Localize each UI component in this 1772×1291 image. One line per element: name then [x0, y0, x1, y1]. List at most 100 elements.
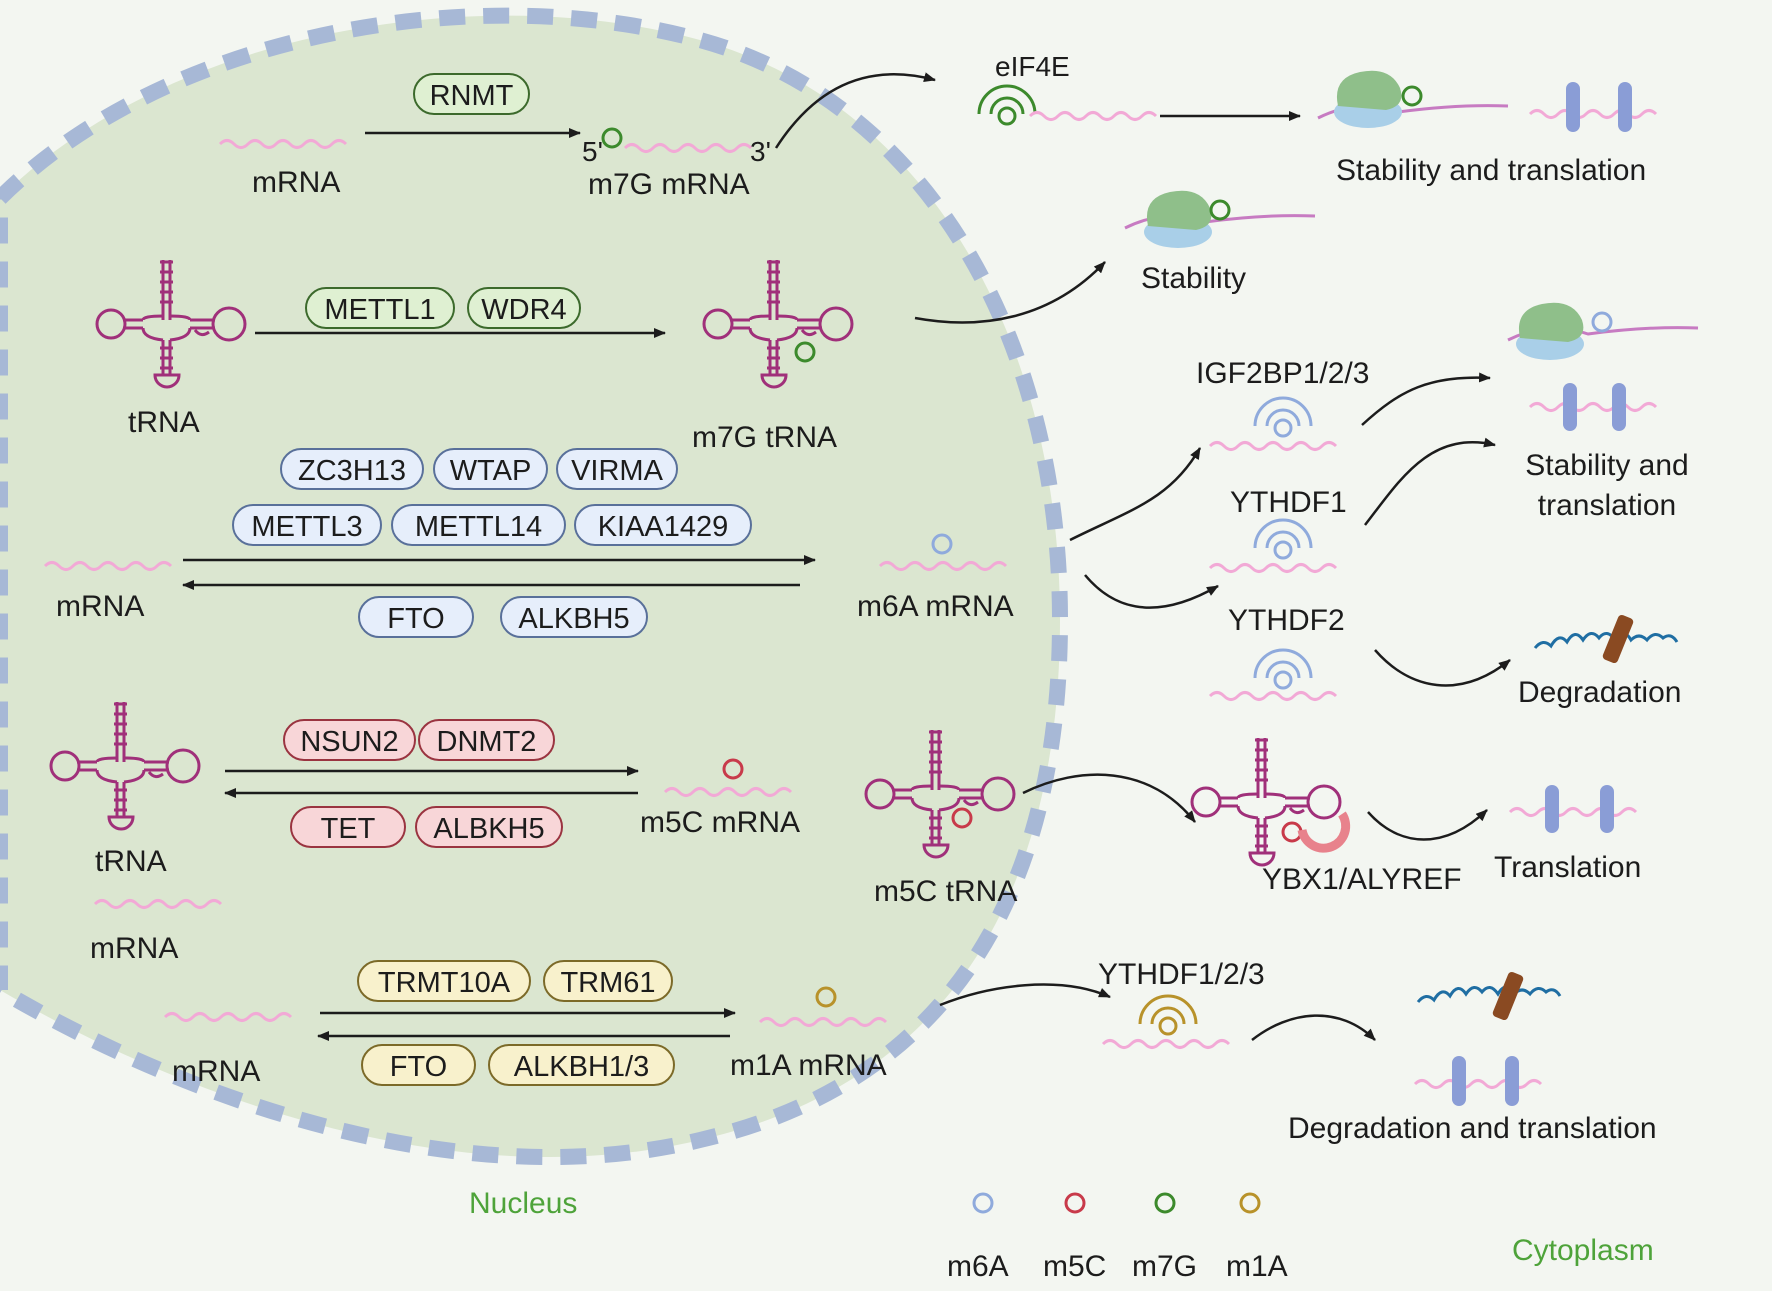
mettl14-pill: METTL14 — [391, 504, 566, 546]
legend-m1a-marker — [1239, 1192, 1261, 1214]
wdr4-pill: WDR4 — [467, 287, 581, 329]
m7g-mrna-label: m7G mRNA — [588, 168, 750, 201]
nucleus-membrane — [0, 7, 1069, 1165]
m7g-mark — [1209, 199, 1231, 221]
eif4e-reader-icon — [977, 84, 1037, 126]
translation-bar — [1452, 1056, 1466, 1106]
ythdf123-reader-icon — [1138, 994, 1198, 1036]
legend-m6a-marker — [972, 1192, 994, 1214]
mettl1-pill: METTL1 — [305, 287, 455, 329]
m5c-mark — [722, 758, 744, 780]
translation-bar — [1545, 785, 1559, 833]
ybx1-alyref-label: YBX1/ALYREF — [1262, 863, 1462, 896]
alkbh13-pill: ALKBH1/3 — [488, 1044, 675, 1086]
mrna-wave — [1528, 402, 1658, 412]
m7g-mrna-outcome: Stability and translation — [1336, 154, 1647, 187]
alkbh5-pill: ALKBH5 — [500, 596, 648, 638]
arrow — [1022, 773, 1196, 823]
translation-bar — [1566, 82, 1580, 132]
virma-pill: VIRMA — [556, 448, 678, 490]
mettl3-pill: METTL3 — [232, 504, 382, 546]
degradation-mark — [1492, 971, 1524, 1021]
degraded-strand — [1416, 985, 1562, 1003]
m5c-outcome: Translation — [1494, 851, 1642, 884]
trna-label: tRNA — [95, 845, 167, 878]
albkh5-pill: ALBKH5 — [415, 806, 563, 848]
mrna-label: mRNA — [252, 166, 341, 199]
nucleus-label: Nucleus — [469, 1187, 578, 1220]
degraded-strand — [1533, 631, 1679, 649]
fto-pill: FTO — [361, 1044, 476, 1086]
rnmt-pill: RNMT — [413, 73, 530, 115]
m5c-mark — [951, 807, 973, 829]
m5c-trna-label: m5C tRNA — [874, 875, 1018, 908]
mrna-label: mRNA — [56, 590, 145, 623]
m6a-mrna-label: m6A mRNA — [857, 590, 1014, 623]
arrow — [1367, 809, 1488, 841]
mrna-wave — [1208, 563, 1338, 573]
legend-m5c-marker — [1064, 1192, 1086, 1214]
mrna-label: mRNA — [172, 1055, 261, 1088]
five-prime-label: 5' — [582, 136, 603, 167]
mrna-wave — [1413, 1079, 1543, 1089]
translation-bar — [1600, 785, 1614, 833]
mrna-wave — [1208, 441, 1338, 451]
arrow — [1361, 372, 1491, 426]
m7g-mark — [794, 341, 816, 363]
legend-m7g-marker — [1154, 1192, 1176, 1214]
igf2bp-reader-icon — [1253, 396, 1313, 438]
m6a-mark — [931, 533, 953, 555]
translation-bar — [1563, 383, 1577, 431]
ythdf1-reader-icon — [1253, 518, 1313, 560]
arrow — [1364, 437, 1496, 526]
translation-bar — [1618, 82, 1632, 132]
legend-m1a-label: m1A — [1226, 1250, 1288, 1283]
arrow — [1374, 649, 1511, 687]
ybx1-reader-icon — [1297, 811, 1351, 853]
m1a-outcome: Degradation and translation — [1288, 1112, 1657, 1145]
eif4e-label: eIF4E — [995, 51, 1070, 82]
trna-label: tRNA — [128, 406, 200, 439]
m7g-trna-outcome: Stability — [1141, 262, 1247, 295]
arrow — [914, 261, 1106, 324]
translation-bar — [1505, 1056, 1519, 1106]
tet-pill: TET — [290, 806, 406, 848]
wtap-pill: WTAP — [433, 448, 548, 490]
nsun2-pill: NSUN2 — [283, 719, 416, 761]
mrna-wave — [1028, 111, 1158, 121]
m1a-mark — [815, 986, 837, 1008]
m7g-cap — [601, 127, 623, 149]
arrow — [1084, 574, 1219, 609]
trm61-pill: TRM61 — [543, 960, 673, 1002]
m1a-mrna-label: m1A mRNA — [730, 1049, 887, 1082]
mrna-wave — [1508, 807, 1638, 817]
fto-pill: FTO — [358, 596, 474, 638]
m6a-stability-outcome: Stability and translation — [1525, 449, 1689, 522]
m5c-mrna-label: m5C mRNA — [640, 806, 801, 839]
ythdf2-label: YTHDF2 — [1228, 604, 1345, 637]
cytoplasm-label: Cytoplasm — [1512, 1234, 1654, 1267]
mrna-wave — [1101, 1039, 1231, 1049]
zc3h13-pill: ZC3H13 — [280, 448, 424, 490]
legend-m6a-label: m6A — [947, 1250, 1009, 1283]
m6a-mark — [1591, 311, 1613, 333]
kiaa1429-pill: KIAA1429 — [574, 504, 752, 546]
m6a-degradation-outcome: Degradation — [1518, 676, 1682, 709]
arrow — [939, 983, 1111, 1007]
mrna-label: mRNA — [90, 932, 179, 965]
arrow — [774, 72, 936, 149]
igf2bp-label: IGF2BP1/2/3 — [1196, 357, 1370, 390]
legend-m7g-label: m7G — [1132, 1250, 1198, 1283]
m7g-trna-label: m7G tRNA — [692, 421, 838, 454]
ythdf1-label: YTHDF1 — [1230, 486, 1347, 519]
degradation-mark — [1602, 614, 1634, 664]
legend-m5c-label: m5C — [1043, 1250, 1107, 1283]
ribosome-icon — [1334, 70, 1402, 128]
m7g-cap — [1401, 85, 1423, 107]
trmt10a-pill: TRMT10A — [357, 960, 531, 1002]
ribosome-icon — [1516, 302, 1584, 360]
mrna-wave — [1208, 691, 1338, 701]
ythdf123-label: YTHDF1/2/3 — [1098, 958, 1265, 991]
